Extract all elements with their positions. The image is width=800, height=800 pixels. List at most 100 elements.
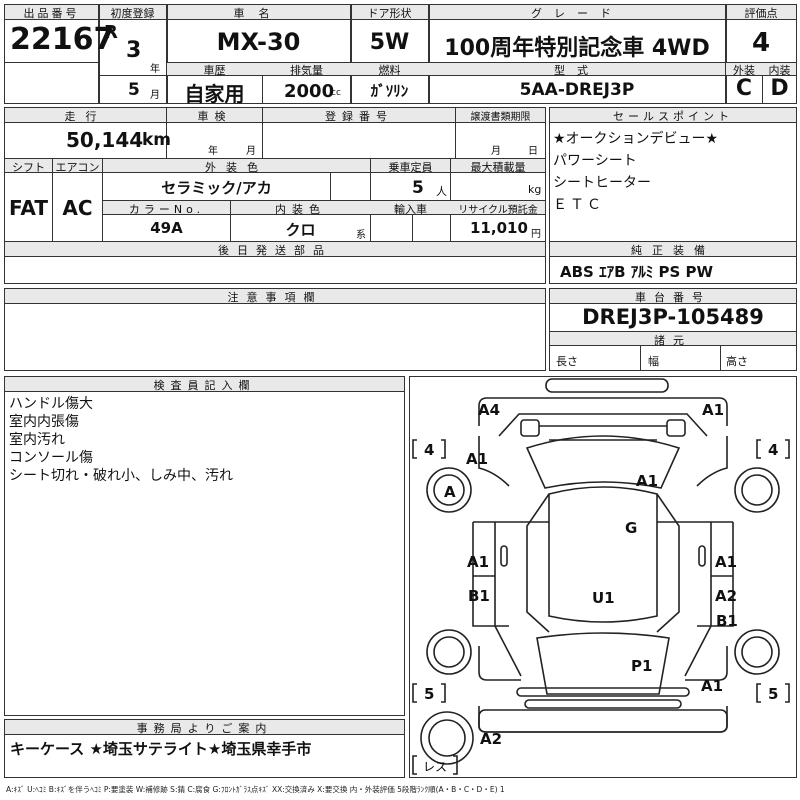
diagram-block <box>409 376 797 778</box>
fuel-label: 燃料 <box>378 64 401 77</box>
details-block <box>4 107 546 284</box>
displacement: 2000 <box>284 81 335 102</box>
month-unit: 月 <box>150 90 160 101</box>
damage-mark: P1 <box>631 657 652 675</box>
damage-mark: B1 <box>468 587 490 605</box>
inspection-year-unit: 年 <box>208 146 218 157</box>
score: 4 <box>751 28 771 58</box>
damage-mark: A2 <box>715 587 737 605</box>
damage-mark: G <box>625 519 637 537</box>
km-unit: km <box>142 130 172 150</box>
car-damage-diagram: A4 A1 A1 A A1 G A1 A1 B1 U1 A2 B1 P1 A1 … <box>412 378 790 775</box>
import-label: 輸入車 <box>394 203 427 216</box>
interior-label: 内装 <box>768 64 791 77</box>
damage-mark: A1 <box>466 450 488 468</box>
door-type: 5W <box>369 30 410 55</box>
notes-block <box>4 288 546 371</box>
inspector-note: シート切れ・破れ小、しみ中、汚れ <box>9 468 233 484</box>
recycle-label: リサイクル預託金 <box>458 205 538 216</box>
grade-label: グレード <box>531 7 623 20</box>
plate-label: 登録番号 <box>325 110 393 123</box>
inspector-note: コンソール傷 <box>9 450 93 466</box>
fuel: ｶﾞｿﾘﾝ <box>370 82 409 100</box>
header-block <box>4 4 797 104</box>
office-label: 事務局よりご案内 <box>136 722 273 735</box>
specs-label: 諸元 <box>654 334 692 347</box>
mileage-label: 走行 <box>64 110 107 123</box>
chassis-number-label: 車台番号 <box>635 291 711 304</box>
office-block <box>4 719 405 778</box>
color-label: 外装色 <box>205 161 268 174</box>
era-label: R <box>104 22 118 43</box>
chassis-block <box>549 288 797 371</box>
score-label: 評価点 <box>744 7 778 20</box>
equipment: ABS ｴｱB ｱﾙﾐ PS PW <box>560 263 714 281</box>
shift: FAT <box>9 196 48 220</box>
model: 5AA-DREJ3P <box>519 80 635 100</box>
header-label-strip <box>5 5 796 19</box>
person-unit: 人 <box>436 185 447 198</box>
height-label: 高さ <box>726 355 748 368</box>
history-label: 車歴 <box>203 64 226 77</box>
inspector-block <box>4 376 405 716</box>
inspection-label: 車検 <box>197 110 232 123</box>
tire-depth: 4 <box>424 441 434 459</box>
sales-point-item: パワーシート <box>553 153 637 169</box>
door-type-label: ドア形状 <box>367 7 412 20</box>
damage-mark: U1 <box>592 589 615 607</box>
inspector-notes: ハンドル傷大 室内内張傷 室内汚れ コンソール傷 シート切れ・破れ小、しみ中、汚… <box>9 395 233 485</box>
inspector-label: 検査員記入欄 <box>153 379 256 392</box>
inspector-note: 室内汚れ <box>9 432 65 448</box>
grade: 100周年特別記念車 4WD <box>444 36 710 61</box>
interior-color: クロ <box>285 221 316 239</box>
interior-grade: D <box>770 76 789 101</box>
sales-points-block <box>549 107 797 284</box>
later-parts-label: 後日発送部品 <box>218 244 332 257</box>
registration-month: 5 <box>128 80 140 100</box>
interior-color-label: 内装色 <box>275 203 326 216</box>
inspector-note: 室内内張傷 <box>9 414 79 430</box>
displacement-label: 排気量 <box>290 64 323 77</box>
sales-point-item: ★オークションデビュー★ <box>553 131 719 147</box>
lot-number-label: 出品番号 <box>23 7 80 20</box>
exterior-label: 外装 <box>733 64 755 77</box>
transfer-day-unit: 日 <box>528 146 538 157</box>
equipment-label: 純正装備 <box>631 244 715 257</box>
transfer-deadline-label: 譲渡書類期限 <box>470 112 531 123</box>
length-label: 長さ <box>556 355 578 368</box>
inspector-note: ハンドル傷大 <box>9 396 93 412</box>
spare-tire-label: レス <box>423 760 447 774</box>
sales-point-item: ＥＴＣ <box>553 197 604 213</box>
mileage: 50,144 <box>66 128 144 152</box>
tire-depth: 5 <box>768 685 778 703</box>
legend: A:ｷｽﾞ U:ﾍｺﾐ B:ｷｽﾞを伴うﾍｺﾐ P:要塗装 W:補修跡 S:錆 … <box>6 785 505 794</box>
shift-label: シフト <box>12 161 45 174</box>
office-message: キーケース ★埼玉サテライト★埼玉県幸手市 <box>10 740 312 758</box>
kei-unit: 系 <box>356 230 366 241</box>
damage-mark: B1 <box>716 612 738 630</box>
car-name: MX-30 <box>216 28 301 56</box>
sales-points-list: ★オークションデビュー★ パワーシート シートヒーター ＥＴＣ <box>553 128 718 216</box>
notes-label: 注意事項欄 <box>227 291 323 304</box>
tire-depth: 4 <box>768 441 778 459</box>
recycle-fee: 11,010 <box>470 219 528 237</box>
yen-unit: 円 <box>531 229 541 240</box>
damage-mark: A <box>444 483 456 501</box>
ac-label: エアコン <box>55 161 100 174</box>
damage-mark: A1 <box>636 472 658 490</box>
history: 自家用 <box>184 82 245 106</box>
year-unit: 年 <box>150 64 160 75</box>
ac: AC <box>62 196 93 220</box>
sales-point-item: シートヒーター <box>553 175 651 191</box>
damage-mark: A1 <box>715 553 737 571</box>
registration-year: 3 <box>126 38 142 63</box>
capacity: 5 <box>412 178 424 198</box>
damage-mark: A1 <box>701 677 723 695</box>
damage-mark: A1 <box>467 553 489 571</box>
first-registration-label: 初度登録 <box>110 7 155 20</box>
color-number: 49A <box>150 219 183 237</box>
inspection-month-unit: 月 <box>246 146 256 157</box>
exterior-grade: C <box>735 76 753 101</box>
lot-number: 22167 <box>10 22 115 57</box>
color-number-label: カラーNo. <box>128 203 205 216</box>
